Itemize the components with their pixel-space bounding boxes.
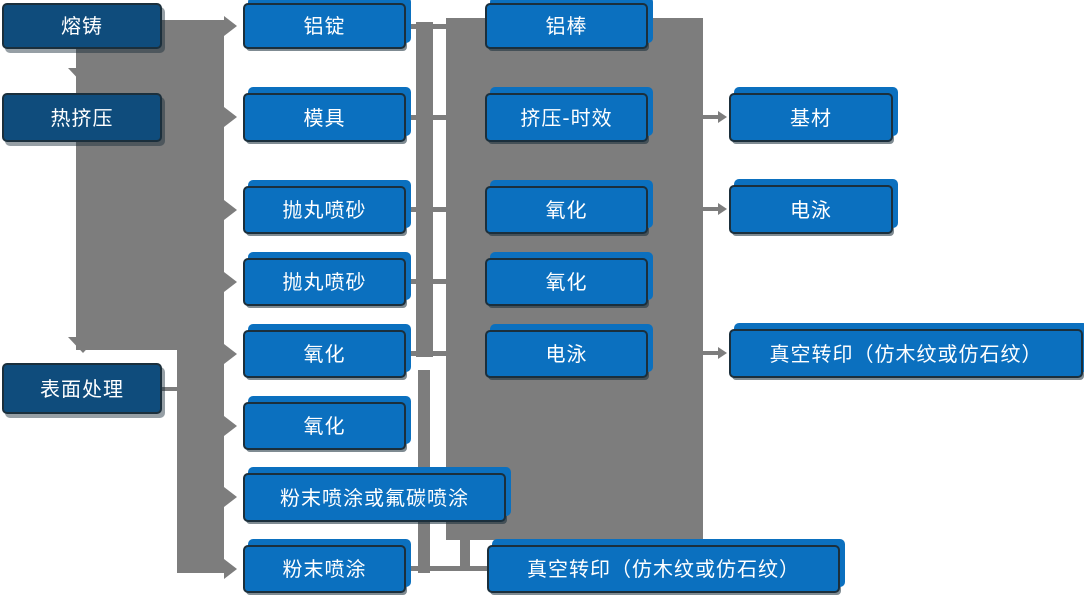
connector-stub-row3 — [406, 207, 446, 212]
node-surface-treatment: 表面处理 — [2, 363, 162, 414]
connector-middle-bar-upper — [416, 22, 433, 357]
arrowhead-to-oxidation-1 — [224, 344, 237, 364]
connector-stub-row1 — [406, 24, 446, 29]
connector-middle-bar-lower — [418, 370, 430, 573]
node-mold: 模具 — [243, 93, 406, 142]
connector-line-to-base-material — [703, 115, 718, 119]
connector-stub-row4 — [406, 279, 446, 284]
connector-surface-treatment-link — [162, 387, 177, 391]
node-oxidation-1: 氧化 — [243, 330, 406, 378]
connector-line-to-vacuum-transfer — [703, 351, 718, 355]
node-extrusion-aging: 挤压-时效 — [485, 93, 648, 142]
arrowhead-to-electrophoresis — [718, 203, 727, 215]
arrowhead-to-powder-coating — [224, 559, 237, 579]
node-melting-casting: 熔铸 — [2, 3, 162, 49]
node-vacuum-transfer-print-2: 真空转印（仿木纹或仿石纹） — [729, 329, 1083, 378]
arrowhead-to-mold — [224, 107, 237, 127]
node-powder-or-fluorocarbon-coating: 粉末喷涂或氟碳喷涂 — [243, 473, 506, 522]
node-base-material: 基材 — [729, 93, 893, 142]
connector-bottom-line — [405, 566, 487, 571]
connector-line-to-electrophoresis — [703, 207, 718, 211]
arrowhead-down-to-surface-treatment — [68, 337, 98, 353]
node-aluminum-ingot: 铝锭 — [243, 3, 406, 49]
arrowhead-to-powder-or-fluorocarbon — [224, 487, 237, 507]
connector-bottom-drop — [460, 540, 470, 571]
node-shot-blasting-2: 抛丸喷砂 — [243, 258, 406, 306]
arrowhead-to-base-material — [718, 111, 727, 123]
connector-stub-row5 — [406, 351, 446, 356]
node-electrophoresis-1: 电泳 — [485, 330, 648, 378]
node-vacuum-transfer-print-1: 真空转印（仿木纹或仿石纹） — [487, 545, 840, 593]
arrowhead-to-vacuum-transfer — [718, 347, 727, 359]
connector-left-lower-band — [177, 318, 224, 573]
node-powder-coating: 粉末喷涂 — [243, 545, 406, 593]
node-shot-blasting-1: 抛丸喷砂 — [243, 186, 406, 234]
arrowhead-to-shot-blasting-2 — [224, 272, 237, 292]
arrowhead-down-to-hot-extrusion — [68, 68, 98, 84]
node-oxidation-2: 氧化 — [243, 402, 406, 450]
connector-left-block — [76, 20, 224, 350]
arrowhead-to-oxidation-2 — [224, 416, 237, 436]
node-electrophoresis-2: 电泳 — [729, 185, 893, 234]
node-hot-extrusion: 热挤压 — [2, 93, 162, 142]
node-oxidation-3: 氧化 — [485, 186, 648, 234]
arrowhead-to-aluminum-ingot — [224, 16, 237, 36]
arrowhead-to-shot-blasting-1 — [224, 200, 237, 220]
connector-stub-row2 — [406, 115, 446, 120]
node-oxidation-4: 氧化 — [485, 258, 648, 306]
node-aluminum-rod: 铝棒 — [485, 3, 648, 49]
